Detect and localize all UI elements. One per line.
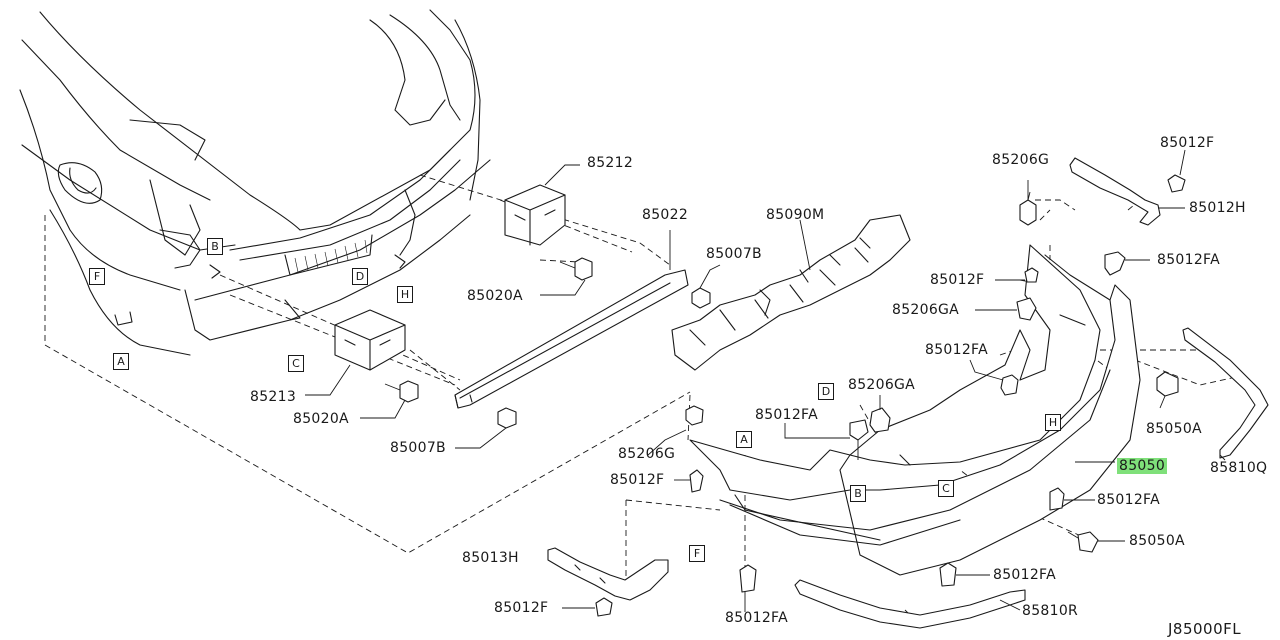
part-label[interactable]: 85012FA — [925, 342, 988, 358]
part-label[interactable]: 85012FA — [725, 610, 788, 626]
part-label[interactable]: 85050A — [1146, 421, 1202, 437]
bracket-85213 — [305, 309, 406, 396]
callout-c: C — [288, 355, 304, 372]
callout-d: D — [352, 268, 368, 285]
part-label[interactable]: 85012F — [494, 600, 549, 616]
part-label[interactable]: 85012FA — [1097, 492, 1160, 508]
fasteners — [595, 174, 1186, 617]
part-label[interactable]: 85012F — [610, 472, 665, 488]
part-label[interactable]: 85012F — [930, 272, 985, 288]
part-label[interactable]: 85012FA — [993, 567, 1056, 583]
callout-d: D — [818, 383, 834, 400]
part-label[interactable]: 85020A — [467, 288, 523, 304]
bolt-85020a — [360, 257, 593, 419]
bracket-85212 — [504, 164, 580, 246]
molding-85810r — [794, 579, 1026, 629]
part-label[interactable]: 85206GA — [892, 302, 960, 318]
energy-absorber-85090m — [671, 214, 911, 371]
part-label[interactable]: 85012FA — [1157, 252, 1220, 268]
callout-f: F — [689, 545, 705, 562]
part-label[interactable]: 85012H — [1189, 200, 1246, 216]
part-label[interactable]: 85007B — [706, 246, 762, 262]
callout-b: B — [207, 238, 223, 255]
part-label[interactable]: 85810R — [1022, 603, 1079, 619]
part-label[interactable]: 85012F — [1160, 135, 1215, 151]
part-label[interactable]: 85013H — [462, 550, 519, 566]
part-label[interactable]: 85206G — [992, 152, 1050, 168]
callout-h: H — [397, 286, 413, 303]
callout-a: A — [736, 431, 752, 448]
part-label[interactable]: 85020A — [293, 411, 349, 427]
part-label[interactable]: 85212 — [587, 155, 634, 171]
diagram-code: J85000FL — [1168, 620, 1242, 638]
callout-h: H — [1045, 414, 1061, 431]
vehicle-body-outline — [19, 9, 491, 356]
bumper-fascia-85050 — [689, 244, 1141, 576]
label-leaders — [562, 149, 1226, 612]
part-label[interactable]: 85007B — [390, 440, 446, 456]
reinforcement-85022 — [454, 230, 689, 409]
callout-a: A — [113, 353, 129, 370]
callout-f: F — [89, 268, 105, 285]
part-label[interactable]: 85090M — [766, 207, 825, 223]
part-label[interactable]: 85050A — [1129, 533, 1185, 549]
callout-b: B — [850, 485, 866, 502]
part-label[interactable]: 85810Q — [1210, 460, 1268, 476]
bracket-85013h — [547, 547, 669, 601]
part-label[interactable]: 85012FA — [755, 407, 818, 423]
nut-85007b — [455, 264, 721, 449]
bracket-85012h — [1069, 157, 1185, 226]
part-label[interactable]: 85213 — [250, 389, 297, 405]
part-label-highlighted[interactable]: 85050 — [1117, 458, 1168, 474]
part-label[interactable]: 85206GA — [848, 377, 916, 393]
callout-c: C — [938, 480, 954, 497]
part-label[interactable]: 85022 — [642, 207, 689, 223]
part-label[interactable]: 85206G — [618, 446, 676, 462]
molding-85810q — [1182, 327, 1269, 459]
